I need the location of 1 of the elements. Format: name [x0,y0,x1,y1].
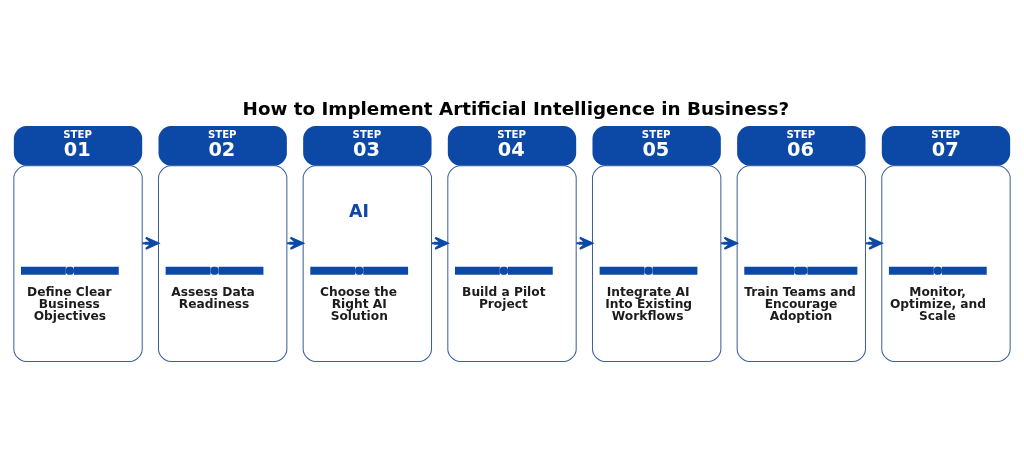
diagram-title: How to Implement Artificial Intelligence in Business? [242,97,790,119]
